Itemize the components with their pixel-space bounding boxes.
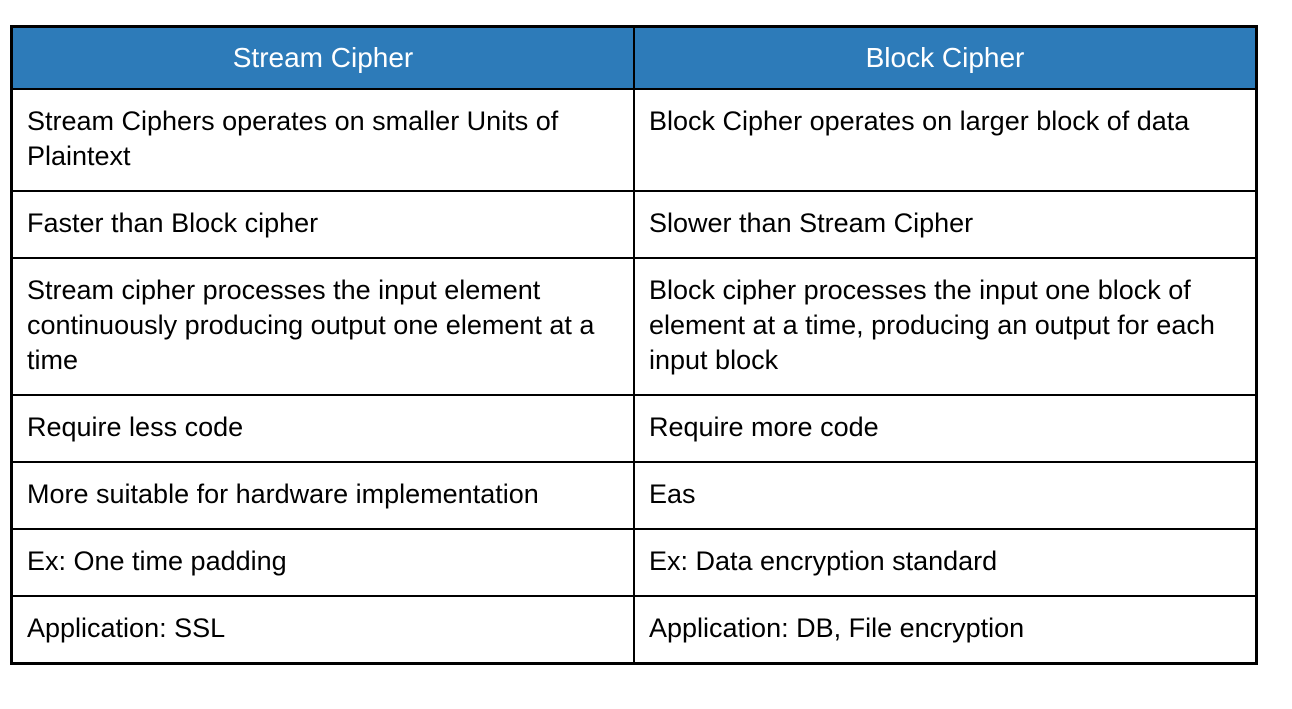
table-row: Ex: One time padding Ex: Data encryption… — [10, 527, 1258, 597]
table-row: Stream cipher processes the input elemen… — [10, 256, 1258, 396]
table-cell: Block Cipher operates on larger block of… — [633, 87, 1258, 192]
header-cell-stream-cipher: Stream Cipher — [10, 25, 635, 90]
table-row: Require less code Require more code — [10, 393, 1258, 463]
table-cell: More suitable for hardware implementatio… — [10, 460, 635, 530]
table-cell: Faster than Block cipher — [10, 189, 635, 259]
table-cell: Require more code — [633, 393, 1258, 463]
table-cell: Require less code — [10, 393, 635, 463]
table-row: Stream Ciphers operates on smaller Units… — [10, 87, 1258, 192]
header-row: Stream Cipher Block Cipher — [10, 25, 1258, 90]
table-cell: Block cipher processes the input one blo… — [633, 256, 1258, 396]
cipher-comparison-table: Stream Cipher Block Cipher Stream Cipher… — [10, 25, 1258, 665]
table-cell: Stream cipher processes the input elemen… — [10, 256, 635, 396]
table-cell: Ex: Data encryption standard — [633, 527, 1258, 597]
table-row: Faster than Block cipher Slower than Str… — [10, 189, 1258, 259]
table-cell: Application: SSL — [10, 594, 635, 664]
table-cell: Application: DB, File encryption — [633, 594, 1258, 664]
table-row: Application: SSL Application: DB, File e… — [10, 594, 1258, 664]
table-row: More suitable for hardware implementatio… — [10, 460, 1258, 530]
table-cell: Stream Ciphers operates on smaller Units… — [10, 87, 635, 192]
table-cell: Slower than Stream Cipher — [633, 189, 1258, 259]
table-cell: Eas — [633, 460, 1258, 530]
table-cell: Ex: One time padding — [10, 527, 635, 597]
header-cell-block-cipher: Block Cipher — [633, 25, 1258, 90]
